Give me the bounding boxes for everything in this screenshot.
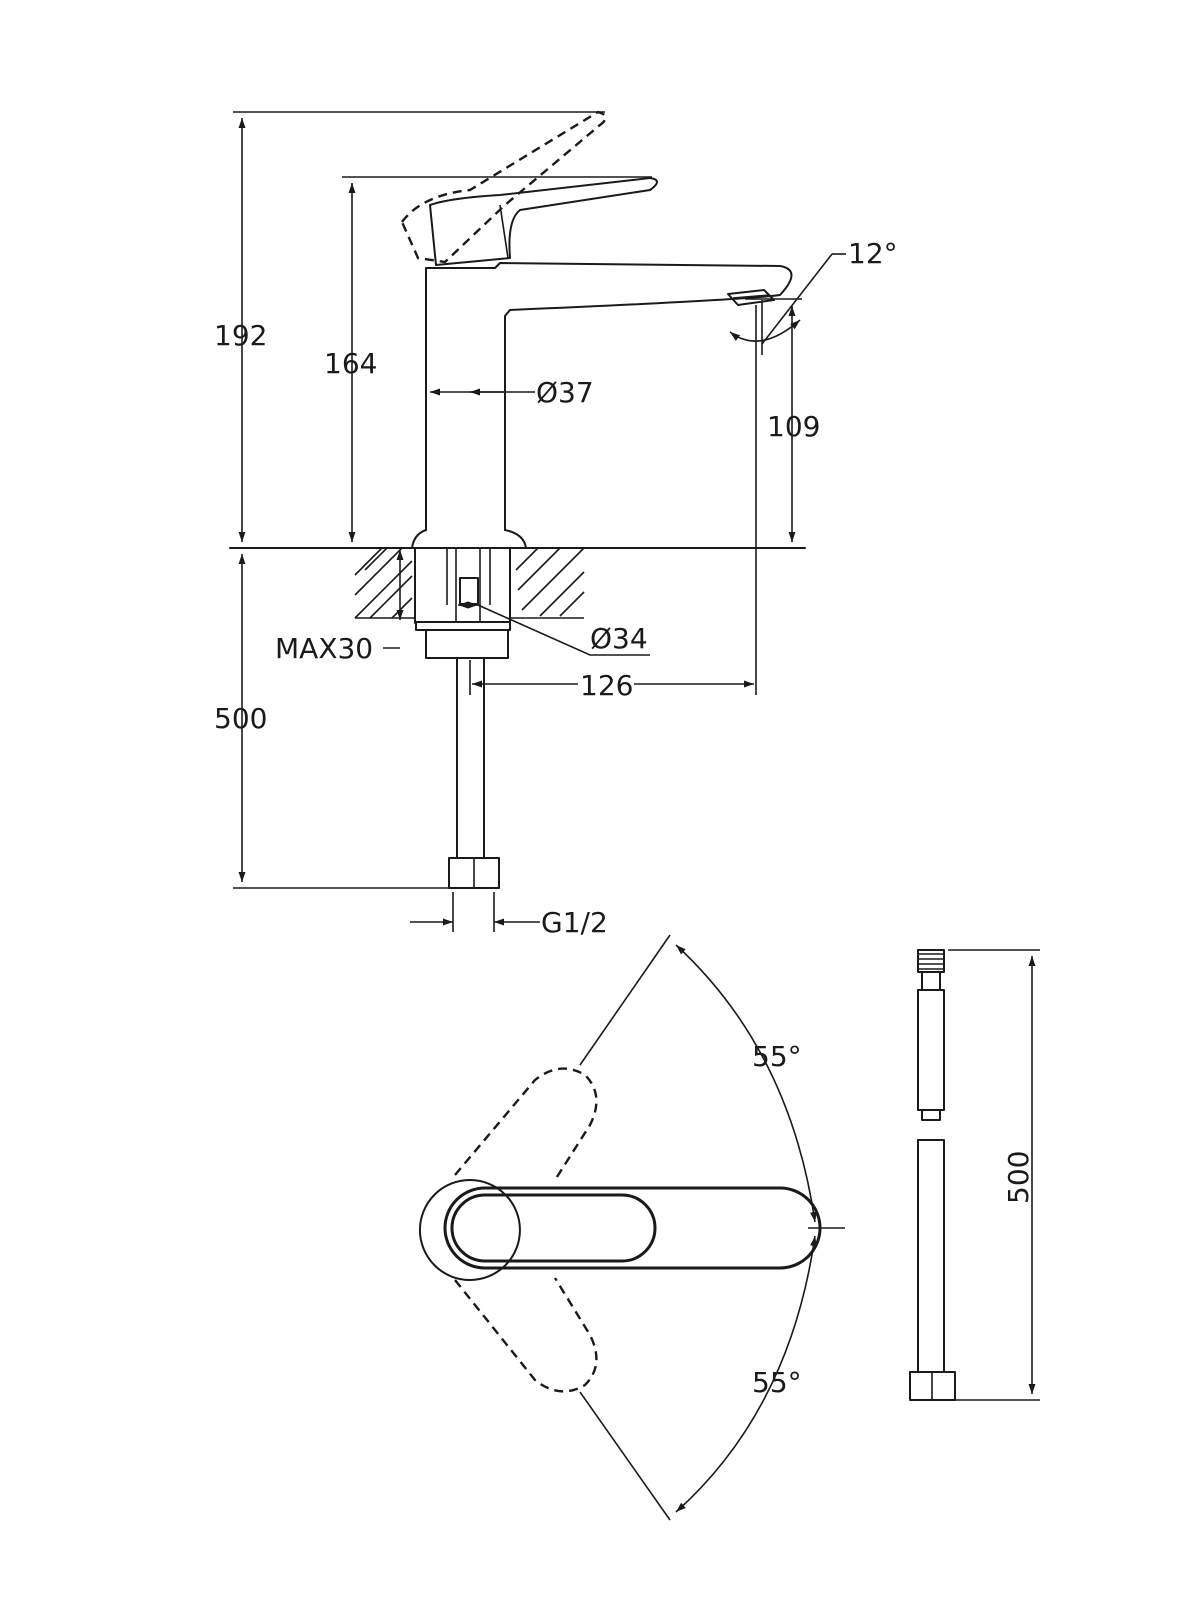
base-flange	[411, 529, 527, 549]
dim-55deg-up: 55°	[752, 1040, 802, 1073]
dim-max30: MAX30	[275, 632, 373, 665]
hose-upper-segment	[917, 989, 945, 1111]
dim-diameter-34: Ø34	[590, 622, 648, 655]
hose-detail: 500	[909, 949, 1040, 1401]
faucet-body	[425, 262, 793, 531]
dim-55deg-down: 55°	[752, 1366, 802, 1399]
handle-solid	[429, 177, 658, 266]
dim-500-side: 500	[1002, 1151, 1035, 1204]
hose-lower-segment	[917, 1139, 945, 1373]
dim-164: 164	[324, 347, 377, 380]
handle-top-solid	[443, 1186, 822, 1270]
dim-12deg: 12°	[848, 237, 898, 270]
aerator	[727, 289, 775, 306]
dim-109: 109	[767, 410, 820, 443]
dim-diameter-37: Ø37	[536, 376, 594, 409]
dim-g12: G1/2	[541, 906, 608, 939]
dim-192: 192	[214, 319, 267, 352]
deck-hatching	[354, 547, 585, 619]
dim-126: 126	[580, 669, 633, 702]
handle-top-dashed-down	[454, 1277, 598, 1393]
mounting-section	[354, 547, 585, 659]
side-view: 192 164 109 Ø37 Ø34 MAX30 126 500	[214, 110, 898, 939]
dim-500-hose: 500	[214, 702, 267, 735]
handle-top-dashed-up	[454, 1067, 598, 1181]
top-view: 55° 55°	[419, 934, 845, 1521]
base-circle	[419, 1179, 521, 1281]
